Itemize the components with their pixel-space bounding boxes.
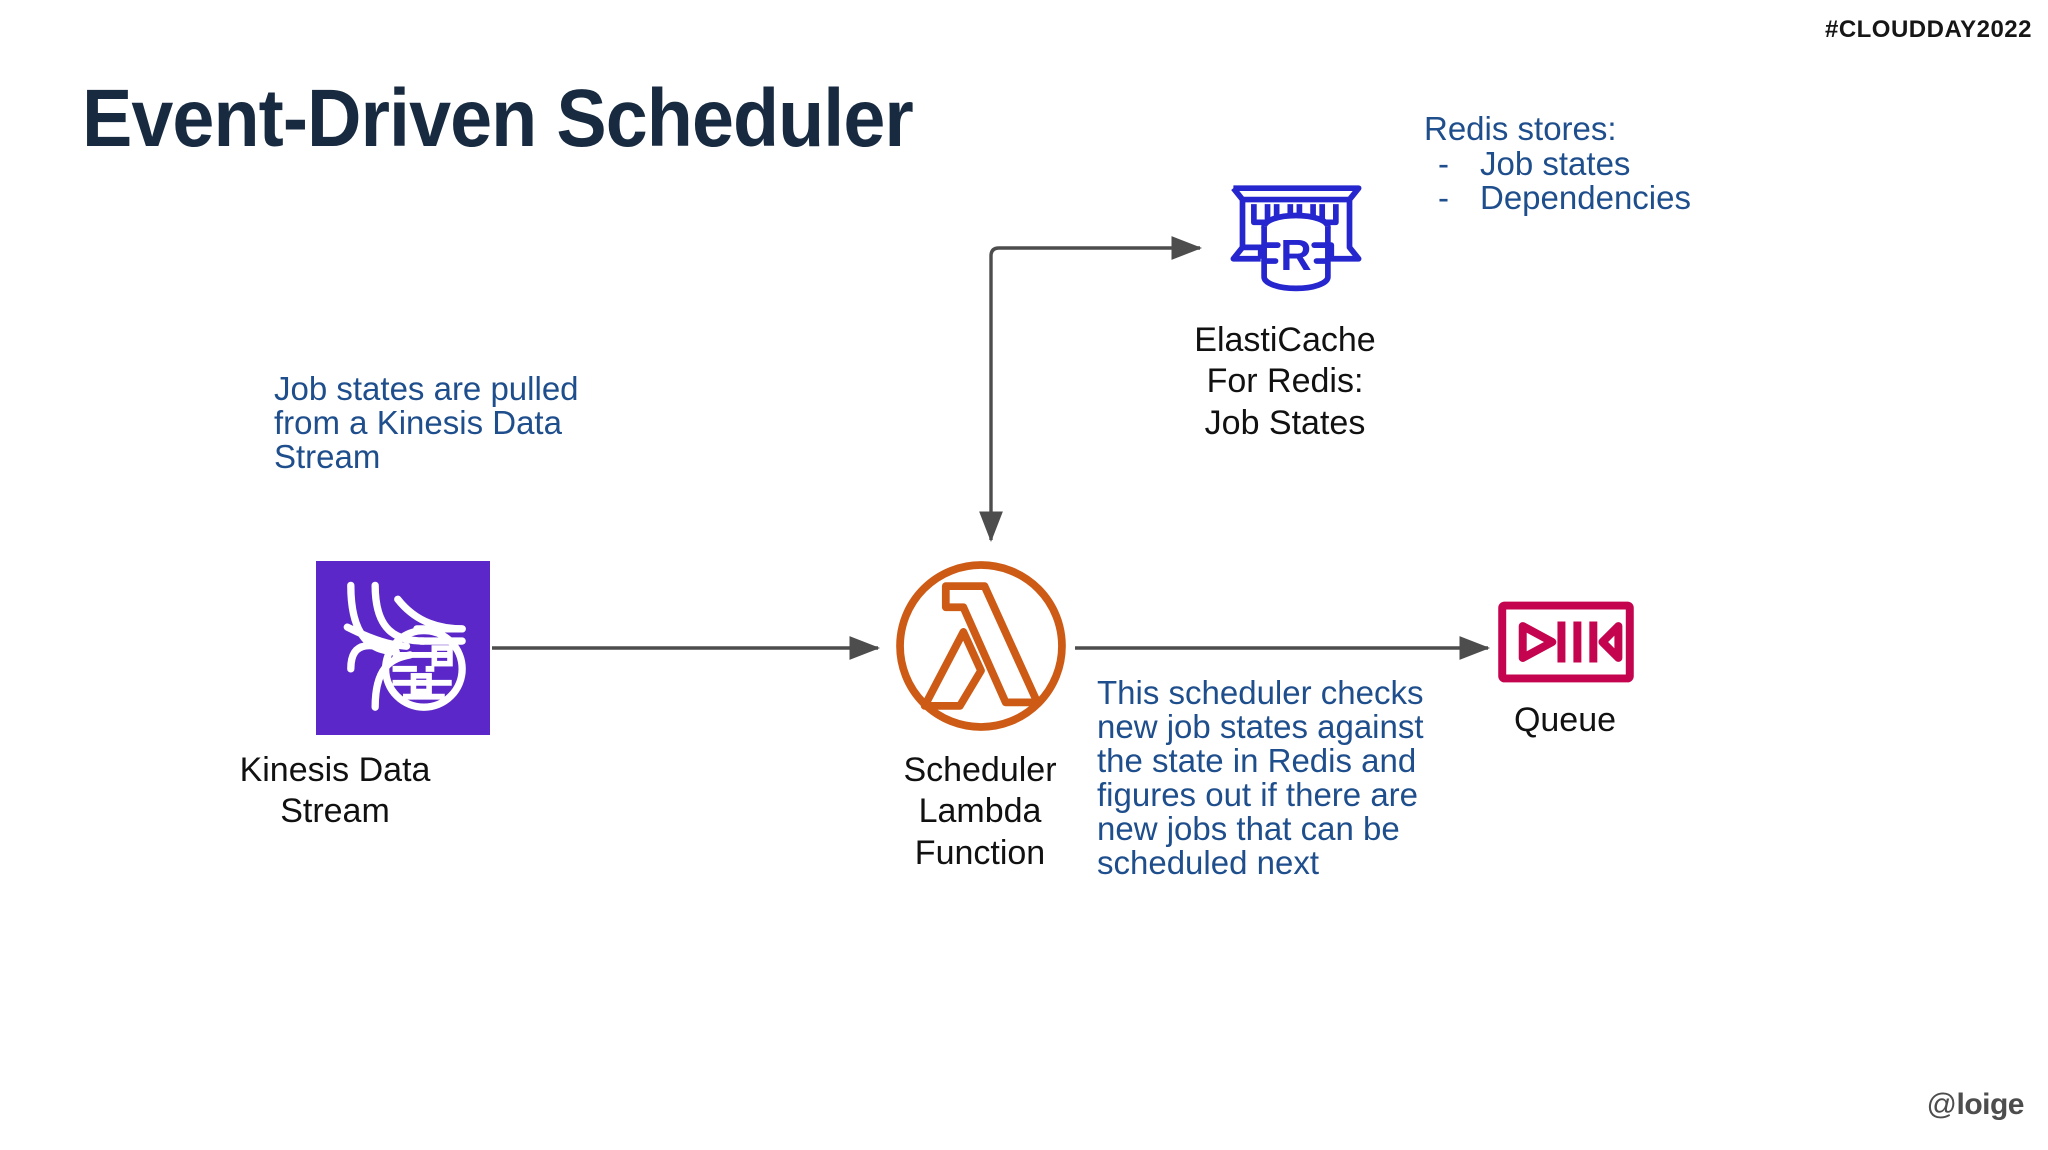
redis-node-label: ElastiCache For Redis: Job States	[1194, 321, 1376, 442]
redis-stores-annotation: Redis stores: - Job states - Dependencie…	[1424, 110, 1691, 216]
redis-stores-heading: Redis stores:	[1424, 110, 1617, 147]
scheduler-annotation: This scheduler checks new job states aga…	[1097, 674, 1424, 881]
page-title: Event-Driven Scheduler	[82, 73, 914, 164]
author-handle-name: loige	[1956, 1088, 2024, 1121]
redis-stores-item-label: Job states	[1480, 144, 1631, 182]
queue-icon	[1497, 601, 1635, 683]
redis-stores-item-label: Dependencies	[1480, 179, 1691, 217]
edge-lambda-to-redis	[979, 236, 1203, 543]
at-symbol-icon: @	[1926, 1088, 1957, 1121]
elasticache-for-redis-icon: R	[1222, 178, 1370, 294]
kinesis-annotation: Job states are pulled from a Kinesis Dat…	[274, 370, 579, 475]
bullet-dash-icon: -	[1438, 179, 1449, 217]
kinesis-data-stream-icon	[316, 561, 490, 735]
bullet-dash-icon: -	[1438, 144, 1449, 182]
queue-node-label: Queue	[1513, 701, 1617, 739]
redis-stores-item: - Job states	[1424, 144, 1691, 182]
kinesis-node-label: Kinesis Data Stream	[239, 751, 431, 831]
lambda-node-label: Scheduler Lambda Function	[903, 751, 1057, 872]
redis-stores-item: - Dependencies	[1424, 181, 1691, 216]
event-hashtag: #CLOUDDAY2022	[1824, 16, 2032, 43]
svg-text:R: R	[1280, 232, 1311, 280]
author-handle: @loige	[1926, 1088, 2025, 1122]
aws-lambda-icon	[893, 558, 1069, 734]
